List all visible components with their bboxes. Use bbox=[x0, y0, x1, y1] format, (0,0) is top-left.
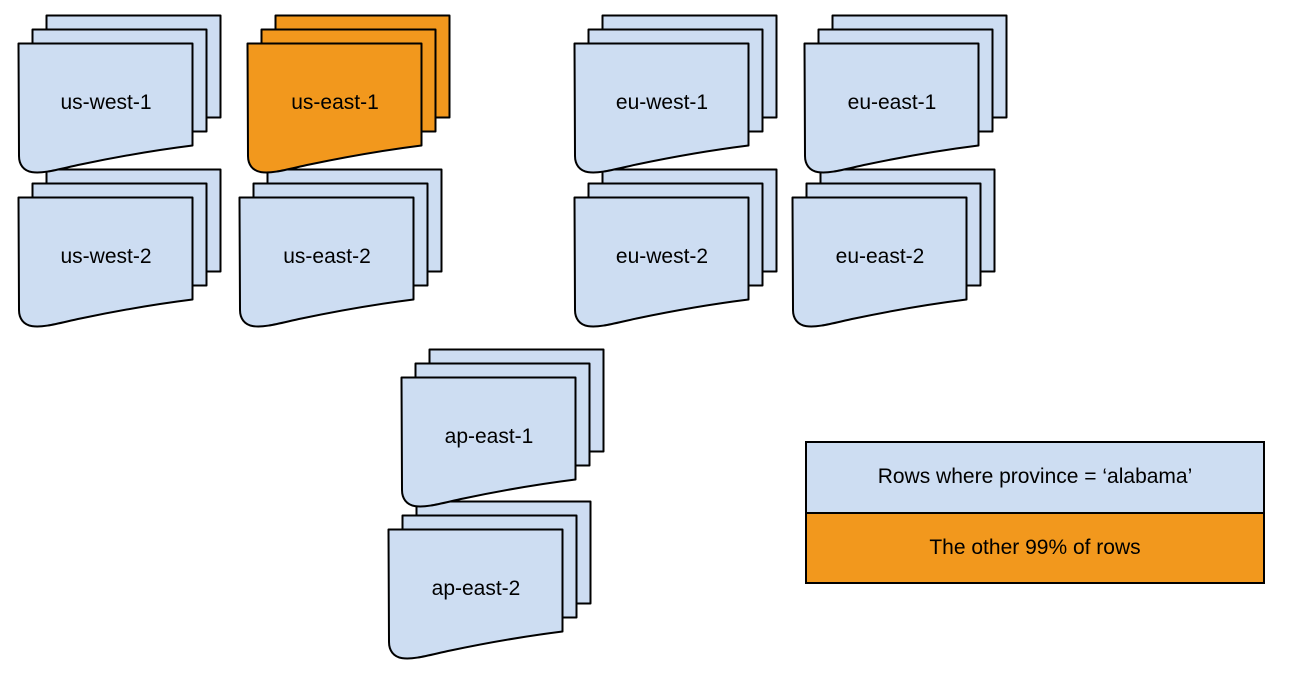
region-stack-ap-east-2: ap-east-2 bbox=[387, 500, 594, 660]
region-stack-us-east-1: us-east-1 bbox=[246, 14, 453, 174]
document-sheet-front bbox=[246, 42, 423, 174]
multi-document-icon bbox=[400, 348, 605, 508]
region-label: us-east-2 bbox=[283, 245, 371, 268]
region-label: eu-east-2 bbox=[835, 245, 925, 268]
multi-document-icon bbox=[803, 14, 1008, 174]
document-sheet-front bbox=[573, 196, 750, 328]
region-label: ap-east-2 bbox=[431, 577, 521, 600]
region-label: us-west-1 bbox=[60, 91, 152, 114]
document-sheet-front bbox=[400, 376, 577, 508]
legend: Rows where province = ‘alabama’ The othe… bbox=[805, 441, 1265, 584]
legend-item-alabama-rows: Rows where province = ‘alabama’ bbox=[807, 443, 1263, 512]
legend-item-label: The other 99% of rows bbox=[929, 535, 1141, 559]
document-sheet-front bbox=[791, 196, 968, 328]
multi-document-icon bbox=[791, 168, 996, 328]
region-label: eu-east-1 bbox=[847, 91, 937, 114]
region-label: eu-west-1 bbox=[615, 91, 709, 114]
multi-document-icon bbox=[387, 500, 592, 660]
document-sheet-front bbox=[17, 42, 194, 174]
region-stack-eu-west-1: eu-west-1 bbox=[573, 14, 780, 174]
document-sheet-front bbox=[238, 196, 415, 328]
legend-item-other-rows: The other 99% of rows bbox=[807, 511, 1263, 582]
region-label: ap-east-1 bbox=[444, 425, 534, 448]
region-stack-eu-east-1: eu-east-1 bbox=[803, 14, 1010, 174]
legend-item-label: Rows where province = ‘alabama’ bbox=[877, 465, 1193, 489]
region-stack-eu-east-2: eu-east-2 bbox=[791, 168, 998, 328]
multi-document-icon bbox=[246, 14, 451, 174]
multi-document-icon bbox=[573, 168, 778, 328]
region-label: us-west-2 bbox=[60, 245, 152, 268]
region-stack-us-west-2: us-west-2 bbox=[17, 168, 224, 328]
document-sheet-front bbox=[387, 528, 564, 660]
document-sheet-front bbox=[803, 42, 980, 174]
region-stack-ap-east-1: ap-east-1 bbox=[400, 348, 607, 508]
document-sheet-front bbox=[17, 196, 194, 328]
document-sheet-front bbox=[573, 42, 750, 174]
multi-document-icon bbox=[238, 168, 443, 328]
region-stack-us-east-2: us-east-2 bbox=[238, 168, 445, 328]
region-label: eu-west-2 bbox=[615, 245, 709, 268]
multi-document-icon bbox=[573, 14, 778, 174]
region-stack-eu-west-2: eu-west-2 bbox=[573, 168, 780, 328]
multi-document-icon bbox=[17, 14, 222, 174]
region-label: us-east-1 bbox=[291, 91, 379, 114]
region-stack-us-west-1: us-west-1 bbox=[17, 14, 224, 174]
multi-document-icon bbox=[17, 168, 222, 328]
